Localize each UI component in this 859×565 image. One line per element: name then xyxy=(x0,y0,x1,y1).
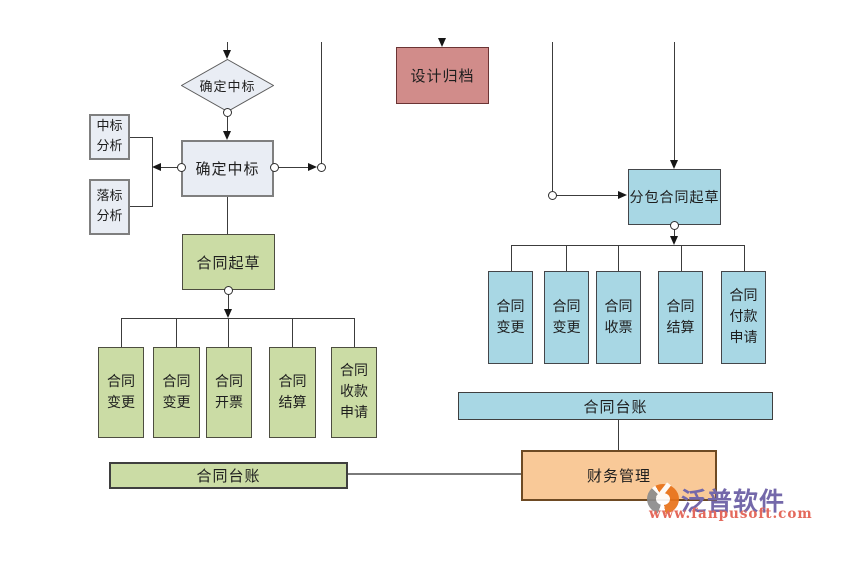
connector-dot xyxy=(177,163,186,172)
node-label: 合同付款申请 xyxy=(729,288,758,346)
watermark-brand: 泛普软件 xyxy=(681,487,786,516)
watermark-url[interactable]: www.fanpusoft.com xyxy=(649,506,813,522)
arrow-down-icon xyxy=(670,160,678,169)
arrow-down-icon xyxy=(670,236,678,245)
connector-line xyxy=(511,245,512,271)
node-label: 合同变更 xyxy=(107,373,135,411)
connector-line xyxy=(681,245,682,271)
connector-line xyxy=(228,318,229,347)
connector-line xyxy=(566,245,567,271)
connector-line xyxy=(674,42,675,161)
node-contract-ledger-right: 合同台账 xyxy=(458,392,773,420)
arrow-left-icon xyxy=(152,163,161,171)
connector-dot xyxy=(270,163,279,172)
node-contract-invoice-receive: 合同收票 xyxy=(596,271,641,364)
connector-line xyxy=(348,473,521,475)
connector-line xyxy=(618,245,619,271)
node-design-archive: 设计归档 xyxy=(396,47,489,104)
connector-line xyxy=(618,420,619,450)
node-label: 合同台账 xyxy=(196,467,261,485)
connector-dot xyxy=(223,108,232,117)
node-lose-bid-analysis: 落标分析 xyxy=(89,179,130,235)
arrow-down-icon xyxy=(223,50,231,59)
node-label: 合同结算 xyxy=(666,298,695,336)
connector-line xyxy=(227,42,228,51)
connector-line xyxy=(321,42,322,164)
connector-line xyxy=(556,195,619,196)
arrow-down-icon xyxy=(438,38,446,47)
connector-line xyxy=(674,229,675,237)
node-contract-settlement-left: 合同结算 xyxy=(269,347,316,438)
connector-line xyxy=(278,167,309,168)
node-contract-change-left-2: 合同变更 xyxy=(153,347,200,438)
node-label: 合同结算 xyxy=(278,373,307,411)
connector-line xyxy=(129,206,153,207)
node-label: 财务管理 xyxy=(586,467,651,485)
node-label: 合同台账 xyxy=(583,397,648,416)
node-label: 合同变更 xyxy=(496,298,525,336)
connector-dot xyxy=(224,286,233,295)
node-label: 合同开票 xyxy=(215,373,243,411)
connector-line xyxy=(227,115,228,131)
connector-line xyxy=(121,318,122,347)
node-label: 合同变更 xyxy=(162,373,191,411)
node-contract-change-right-2: 合同变更 xyxy=(544,271,589,364)
connector-line xyxy=(552,42,553,191)
connector-line xyxy=(228,294,229,310)
node-contract-settlement-right: 合同结算 xyxy=(658,271,703,364)
arrow-down-icon xyxy=(224,309,232,318)
node-label: 落标分析 xyxy=(96,188,123,224)
node-contract-change-right-1: 合同变更 xyxy=(488,271,533,364)
node-contract-payment-request: 合同付款申请 xyxy=(721,271,766,364)
connector-dot xyxy=(548,191,557,200)
node-contract-ledger-left: 合同台账 xyxy=(109,462,348,489)
connector-line xyxy=(129,137,153,138)
node-label: 中标分析 xyxy=(96,118,123,154)
connector-line xyxy=(744,245,745,271)
arrow-down-icon xyxy=(223,131,231,140)
node-label: 合同收票 xyxy=(604,298,633,336)
node-contract-receipt-request: 合同收款申请 xyxy=(331,347,377,438)
node-label: 分包合同起草 xyxy=(629,190,720,206)
node-confirm-bid: 确定中标 xyxy=(181,140,274,197)
watermark-logo-icon xyxy=(647,484,679,514)
node-contract-invoice-issue: 合同开票 xyxy=(206,347,252,438)
node-label: 确定中标 xyxy=(195,160,260,178)
arrow-right-icon xyxy=(618,191,627,199)
connector-line xyxy=(354,318,355,347)
connector-line xyxy=(176,318,177,347)
connector-line xyxy=(227,197,228,234)
arrow-right-icon xyxy=(308,163,317,171)
node-finance-management: 财务管理 xyxy=(521,450,717,501)
node-label: 合同起草 xyxy=(196,253,261,272)
node-label: 合同收款申请 xyxy=(340,363,368,421)
node-win-bid-analysis: 中标分析 xyxy=(89,114,130,160)
decision-label: 确定中标 xyxy=(199,80,256,95)
connector-line xyxy=(160,167,178,168)
node-label: 合同变更 xyxy=(552,298,581,336)
node-label: 设计归档 xyxy=(410,67,475,85)
decision-diamond-confirm-bid: 确定中标 xyxy=(181,59,274,112)
connector-dot xyxy=(670,221,679,230)
connector-line xyxy=(511,245,745,246)
node-subcontract-draft: 分包合同起草 xyxy=(628,169,721,225)
node-contract-draft: 合同起草 xyxy=(182,234,275,290)
connector-line xyxy=(152,137,153,207)
connector-line xyxy=(292,318,293,347)
node-contract-change-left-1: 合同变更 xyxy=(98,347,144,438)
connector-dot xyxy=(317,163,326,172)
connector-line xyxy=(121,318,355,319)
